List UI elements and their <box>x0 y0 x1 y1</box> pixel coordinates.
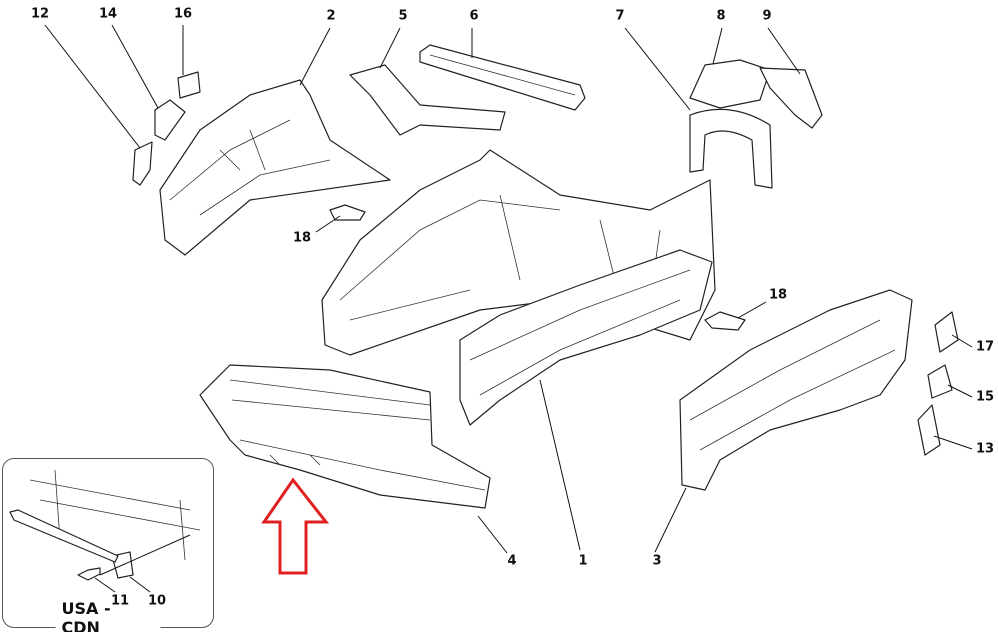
tow-bar-inset[interactable] <box>9 509 119 563</box>
callout-18-right[interactable]: 18 <box>768 287 788 303</box>
usa-cdn-inset: USA - CDN <box>2 458 214 632</box>
part-12-bracket[interactable] <box>132 141 153 186</box>
part-1-right-rail[interactable] <box>459 249 713 426</box>
part-13-bracket[interactable] <box>917 404 941 456</box>
callout-4[interactable]: 4 <box>507 553 517 569</box>
part-17-bracket[interactable] <box>934 311 959 353</box>
callout-18-left[interactable]: 18 <box>292 230 312 246</box>
callout-11[interactable]: 11 <box>110 593 130 609</box>
inset-title: USA - CDN <box>55 599 161 632</box>
part-3-side-rail[interactable] <box>679 289 913 491</box>
callout-7[interactable]: 7 <box>615 8 625 24</box>
part-4-bumper-beam[interactable] <box>199 364 491 509</box>
part-14-bracket[interactable] <box>154 99 186 141</box>
callout-3[interactable]: 3 <box>652 553 662 569</box>
callout-1[interactable]: 1 <box>578 553 588 569</box>
part-5-rail[interactable] <box>349 64 506 136</box>
leader-lines <box>44 24 973 554</box>
part-9-panel[interactable] <box>759 67 823 129</box>
callout-9[interactable]: 9 <box>762 8 772 24</box>
part-15-bracket[interactable] <box>927 364 953 399</box>
part-18-bracket-right[interactable] <box>704 311 746 331</box>
part-2-left-frame[interactable] <box>159 79 391 256</box>
callout-6[interactable]: 6 <box>469 8 479 24</box>
part-8-panel[interactable] <box>689 59 771 109</box>
callout-10[interactable]: 10 <box>147 593 167 609</box>
highlight-arrow <box>261 477 330 575</box>
part-18-bracket-left[interactable] <box>329 204 366 221</box>
part-16-bracket[interactable] <box>177 71 201 99</box>
callout-13[interactable]: 13 <box>975 441 995 457</box>
callout-2[interactable]: 2 <box>326 8 336 24</box>
part-6-crossmember[interactable] <box>419 44 586 111</box>
part-11-bolt[interactable] <box>77 567 101 581</box>
callout-16[interactable]: 16 <box>173 6 193 22</box>
callout-12[interactable]: 12 <box>30 6 50 22</box>
callout-5[interactable]: 5 <box>398 8 408 24</box>
callout-8[interactable]: 8 <box>716 8 726 24</box>
callout-15[interactable]: 15 <box>975 389 995 405</box>
part-7-wheel-arch[interactable] <box>689 108 773 189</box>
inset-artwork <box>9 469 201 593</box>
callout-14[interactable]: 14 <box>98 6 118 22</box>
callout-17[interactable]: 17 <box>975 339 995 355</box>
